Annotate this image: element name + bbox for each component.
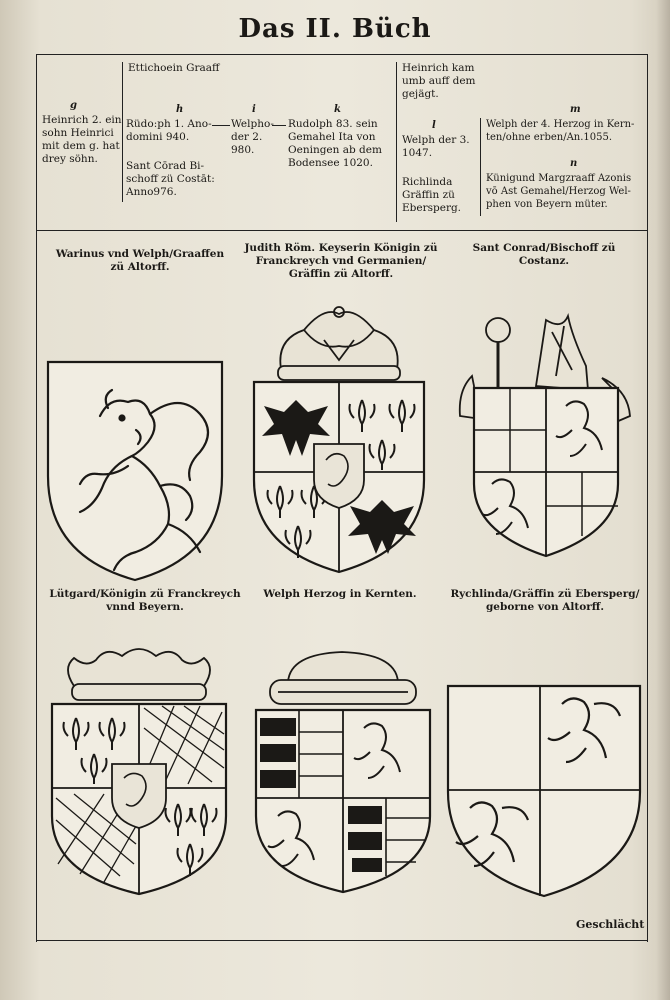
genealogy-letter-m: m <box>570 104 581 115</box>
dash-2 <box>272 125 286 126</box>
genealogy-rudolph-83: Rudolph 83. sein Gemahel Ita von Oeninge… <box>288 118 382 169</box>
genealogy-heinrich-kam: Heinrich kam umb auff dem gejägt. <box>402 62 476 100</box>
mitre-icon <box>534 312 589 391</box>
arms-caption-4: Lütgard/Königin zü Franckreych vnnd Beye… <box>49 588 241 613</box>
genealogy-letter-l: l <box>432 120 436 131</box>
genealogy-letter-i: i <box>252 104 256 115</box>
genealogy-etticho: Ettichoein Graaff <box>128 62 220 74</box>
arms-caption-5: Welph Herzog in Kernten. <box>263 588 417 600</box>
genealogy-bottom-rule <box>36 230 647 231</box>
genealogy-welph-4: Welph der 4. Herzog in Kern- ten/ohne er… <box>486 119 635 143</box>
dash-1 <box>212 125 230 126</box>
brace-1 <box>122 62 123 202</box>
brace-3 <box>480 118 481 216</box>
ducal-hat-shield-icon <box>254 651 432 894</box>
genealogy-heinrich-2: Heinrich 2. ein sohn Heinrici mit dem g.… <box>42 114 122 165</box>
genealogy-letter-h: h <box>176 104 184 115</box>
genealogy-rudolph-1: Rüdo:ph 1. Ano- domini 940. <box>126 118 212 143</box>
page-frame <box>36 54 648 942</box>
frame-bottom-rule <box>36 940 647 941</box>
genealogy-kunigund: Künigund Margzraaff Azonis vō Ast Gemahe… <box>486 173 632 210</box>
genealogy-sant-conrad: Sant Cōrad Bi- schoff zü Costāt: Anno976… <box>126 160 215 198</box>
bishop-shield-icon <box>458 312 631 558</box>
crown-icon <box>277 306 401 381</box>
genealogy-letter-k: k <box>334 104 341 115</box>
page-gutter-shadow <box>656 0 670 1000</box>
arms-caption-2: Judith Röm. Keyserin Königin zü Franckre… <box>244 242 438 280</box>
lion-shield-icon <box>46 360 224 582</box>
arms-caption-6: Rychlinda/Gräffin zü Ebersperg/ geborne … <box>450 588 640 613</box>
crowned-fleur-lozenge-shield-icon <box>50 648 228 896</box>
genealogy-richlinda: Richlinda Gräffin zü Ebersperg. <box>402 176 462 214</box>
genealogy-welph-3: Welph der 3. 1047. <box>402 134 470 159</box>
genealogy-welph-2: Welpho- der 2. 980. <box>231 118 274 156</box>
arms-caption-1: Warinus vnd Welph/Graaffen zü Altorff. <box>55 248 225 273</box>
brace-2 <box>396 62 397 222</box>
arms-caption-3: Sant Conrad/Bischoff zü Costanz. <box>472 242 616 267</box>
catchword: Geschlächt <box>576 918 645 931</box>
genealogy-letter-n: n <box>570 158 578 169</box>
frame-top-rule <box>36 54 647 55</box>
quartered-lions-shield-icon <box>446 684 642 898</box>
page-title: Das II. Büch <box>238 14 432 44</box>
crowned-quartered-shield-icon <box>252 306 426 574</box>
